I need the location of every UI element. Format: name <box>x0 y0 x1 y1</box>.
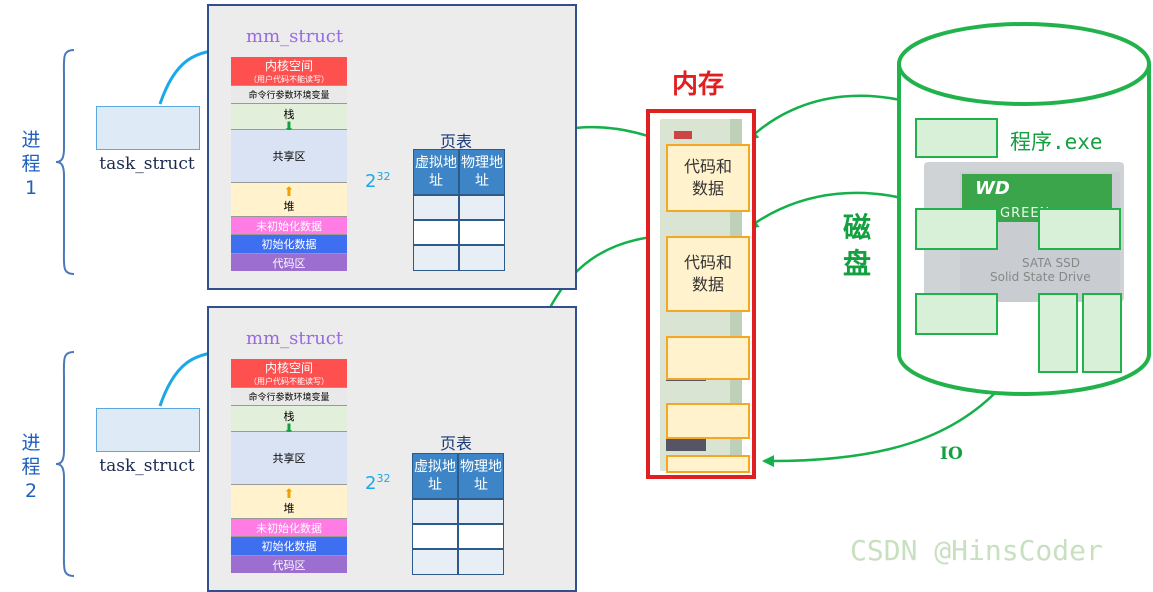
mm-struct-title-2: mm_struct <box>246 328 344 349</box>
address-space-size-1: 232 <box>365 170 391 192</box>
page-table-cell <box>413 245 459 271</box>
page-table-2: 虚拟地址 物理地址 <box>412 453 504 575</box>
segment-stack: 栈 ⬇ <box>231 104 347 135</box>
disk-block <box>915 293 998 335</box>
page-table-cell <box>412 499 458 524</box>
memory-block-empty <box>666 455 750 473</box>
brace-1 <box>56 49 75 275</box>
io-label: IO <box>940 444 963 464</box>
program-label: 程序.exe <box>1010 130 1103 154</box>
segment-heap: ⬆ 堆 <box>231 485 347 519</box>
segment-text: 代码区 <box>231 254 347 271</box>
memory-title: 内存 <box>672 70 725 100</box>
page-table-cell <box>459 245 505 271</box>
ssd-brand-logo: WD <box>975 178 1010 199</box>
task-struct-label-1: task_struct <box>99 154 195 174</box>
page-table-cell <box>459 220 505 245</box>
segment-shared: 共享区 <box>231 432 347 485</box>
page-table-1: 虚拟地址 物理地址 <box>413 149 505 271</box>
io-arrow <box>762 372 1014 468</box>
memory-frame: 代码和数据 代码和数据 <box>646 109 756 479</box>
down-arrow-icon: ⬇ <box>283 120 295 135</box>
segment-args-env: 命令行参数环境变量 <box>231 86 347 104</box>
watermark: CSDN @HinsCoder <box>850 534 1103 567</box>
segment-stack: 栈 ⬇ <box>231 406 347 437</box>
up-arrow-icon: ⬆ <box>283 185 295 200</box>
task-struct-box-2 <box>96 408 200 452</box>
process-label-1: 进程1 <box>21 129 41 199</box>
task-struct-label-2: task_struct <box>99 456 195 476</box>
mm-struct-title-1: mm_struct <box>246 26 344 47</box>
segment-bss: 未初始化数据 <box>231 217 347 235</box>
address-space-size-2: 232 <box>365 472 391 494</box>
ssd-text-2: Solid State Drive <box>990 270 1091 284</box>
memory-block-code-data-1: 代码和数据 <box>666 144 750 212</box>
segment-data: 初始化数据 <box>231 537 347 556</box>
brace-2 <box>56 351 75 577</box>
page-table-title-2: 页表 <box>440 434 473 453</box>
process-label-2: 进程2 <box>21 432 41 502</box>
address-space-1: 内核空间 （用户代码不能读写） 命令行参数环境变量 栈 ⬇ 共享区 ⬆ 堆 未初… <box>231 57 347 271</box>
task-struct-box-1 <box>96 106 200 150</box>
memory-block-empty <box>666 403 750 439</box>
ssd-line: GREEN <box>1000 206 1051 221</box>
memory-block-empty <box>666 336 750 380</box>
segment-bss: 未初始化数据 <box>231 519 347 537</box>
page-table-cell <box>458 549 504 575</box>
page-table-cell <box>413 195 459 220</box>
segment-data: 初始化数据 <box>231 235 347 254</box>
segment-heap: ⬆ 堆 <box>231 183 347 217</box>
disk-block <box>915 208 998 250</box>
disk-block <box>1082 293 1122 373</box>
page-table-header-physical: 物理地址 <box>459 149 505 195</box>
page-table-cell <box>459 195 505 220</box>
page-table-header-physical: 物理地址 <box>458 453 504 499</box>
page-table-cell <box>412 549 458 575</box>
page-table-cell <box>412 524 458 549</box>
segment-args-env: 命令行参数环境变量 <box>231 388 347 406</box>
page-table-cell <box>458 499 504 524</box>
segment-kernel: 内核空间 （用户代码不能读写） <box>231 57 347 86</box>
page-table-cell <box>458 524 504 549</box>
disk-block <box>1038 293 1078 373</box>
disk-block-program <box>915 118 998 158</box>
down-arrow-icon: ⬇ <box>283 422 295 437</box>
segment-kernel: 内核空间 （用户代码不能读写） <box>231 359 347 388</box>
page-table-header-virtual: 虚拟地址 <box>413 149 459 195</box>
memory-block-code-data-2: 代码和数据 <box>666 236 750 312</box>
segment-text: 代码区 <box>231 556 347 573</box>
page-table-header-virtual: 虚拟地址 <box>412 453 458 499</box>
ssd-text-1: SATA SSD <box>1022 256 1081 270</box>
page-table-cell <box>413 220 459 245</box>
disk-block <box>1038 208 1121 250</box>
segment-shared: 共享区 <box>231 130 347 183</box>
disk-title: 磁盘 <box>843 211 872 280</box>
up-arrow-icon: ⬆ <box>283 487 295 502</box>
page-table-title-1: 页表 <box>440 132 473 151</box>
address-space-2: 内核空间 （用户代码不能读写） 命令行参数环境变量 栈 ⬇ 共享区 ⬆ 堆 未初… <box>231 359 347 573</box>
